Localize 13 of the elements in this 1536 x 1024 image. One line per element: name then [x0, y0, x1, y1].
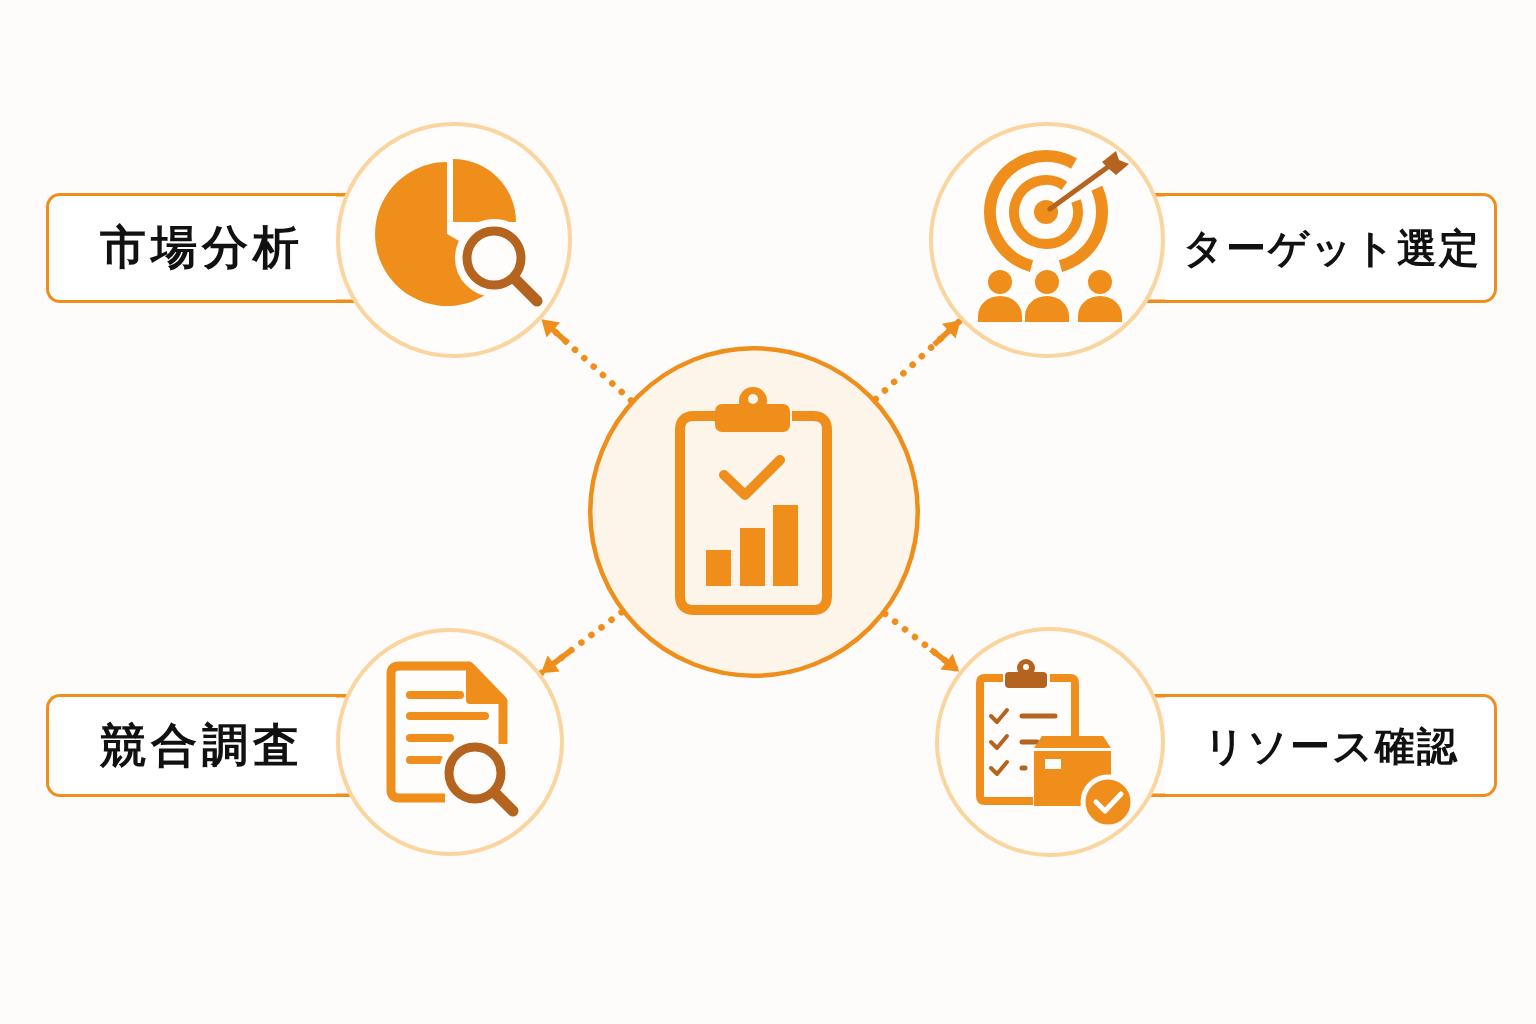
icon-circle: [929, 122, 1165, 358]
step-title: 市場分析: [99, 220, 304, 276]
label-panel: [1165, 694, 1497, 797]
step-title: ターゲット選定: [1182, 224, 1481, 272]
icon-circle: [336, 628, 564, 856]
icon-circle: [336, 122, 572, 358]
step-title: リソース確認: [1204, 721, 1459, 770]
label-panel: [46, 694, 336, 797]
label-panel: [1165, 193, 1497, 303]
step-title: 競合調査: [99, 717, 304, 774]
label-panel: [46, 193, 336, 303]
icon-circle: [935, 627, 1165, 857]
hub-circle: [588, 346, 920, 678]
